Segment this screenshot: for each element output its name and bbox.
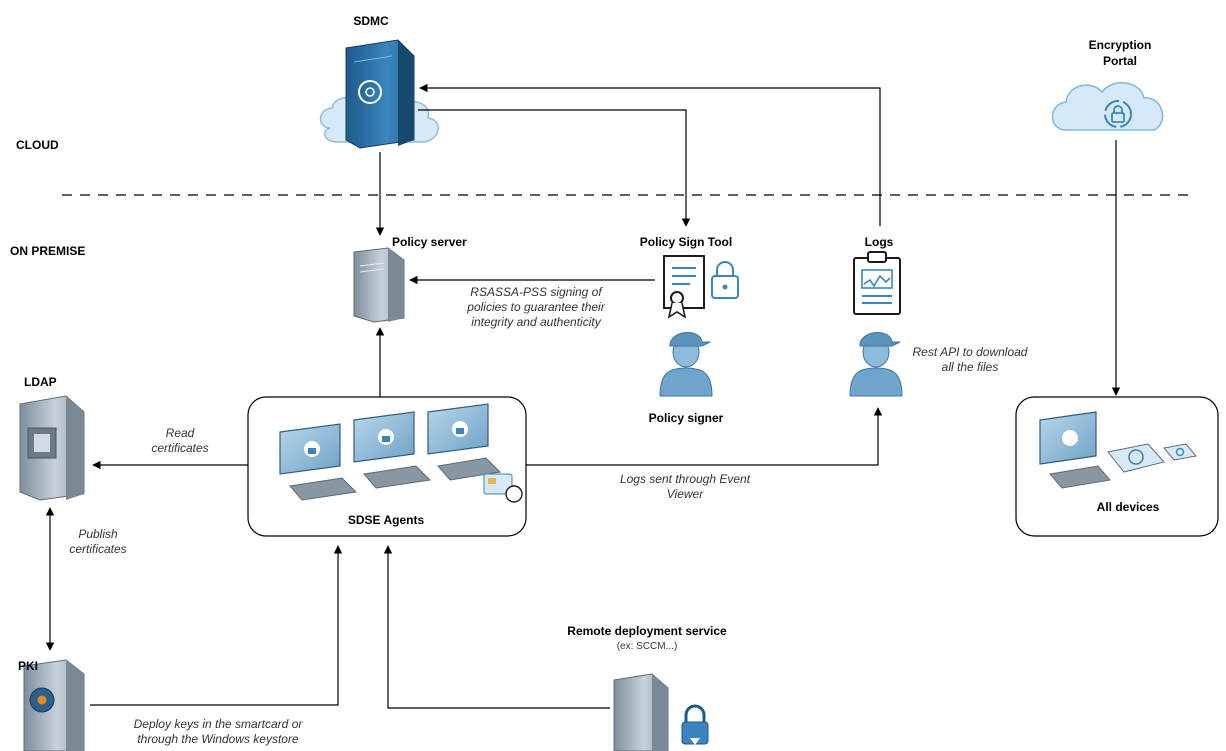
policy-server-icon bbox=[353, 247, 405, 323]
logs-person-icon bbox=[849, 332, 903, 397]
clipboard-icon bbox=[853, 251, 901, 315]
pki-label: PKI bbox=[18, 659, 39, 673]
remote-deployment-server-icon bbox=[613, 673, 709, 751]
publish-certificates-annotation: Publish certificates bbox=[53, 527, 143, 557]
logs-sent-annotation: Logs sent through Event Viewer bbox=[595, 472, 775, 502]
sdse-agents-label: SDSE Agents bbox=[347, 513, 425, 527]
ldap-server-icon bbox=[19, 395, 85, 501]
logs-sent-line1: Logs sent through Event bbox=[619, 472, 751, 486]
rest-api-annotation-line2: all the files bbox=[941, 360, 999, 374]
on-premise-zone-label: ON PREMISE bbox=[10, 244, 86, 258]
pki-to-agents-arrow bbox=[90, 545, 343, 706]
logs-label: Logs bbox=[864, 235, 894, 249]
logs-sent-line2: Viewer bbox=[666, 487, 704, 501]
remote-deployment-example: (ex: SCCM...) bbox=[616, 641, 678, 652]
read-certificates-annotation: Read certificates bbox=[135, 426, 225, 456]
deploy-keys-line2: through the Windows keystore bbox=[137, 732, 299, 746]
lock-icon bbox=[711, 261, 739, 299]
encryption-portal-cloud-icon bbox=[1051, 82, 1164, 131]
sdmc-server-icon bbox=[319, 39, 439, 149]
rest-api-annotation: Rest API to download all the files bbox=[890, 345, 1050, 375]
pki-server-icon bbox=[23, 659, 85, 751]
deploy-keys-line1: Deploy keys in the smartcard or bbox=[133, 717, 303, 731]
deploy-keys-annotation: Deploy keys in the smartcard or through … bbox=[108, 717, 328, 747]
policy-signer-person-icon bbox=[659, 332, 713, 397]
remote-deployment-label: Remote deployment service bbox=[567, 624, 727, 638]
deployment-to-agents-arrow bbox=[383, 545, 610, 709]
signing-annotation: RSASSA-PSS signing of policies to guaran… bbox=[441, 285, 631, 330]
rest-api-annotation-line1: Rest API to download bbox=[912, 345, 1028, 359]
sdmc-label: SDMC bbox=[353, 14, 389, 28]
read-certificates-line2: certificates bbox=[151, 441, 209, 455]
signing-annotation-line3: integrity and authenticity bbox=[471, 315, 601, 329]
signing-annotation-line2: policies to guarantee their bbox=[467, 300, 605, 314]
all-devices-label: All devices bbox=[1096, 500, 1160, 514]
all-devices-container bbox=[1015, 396, 1219, 537]
policy-signer-label: Policy signer bbox=[648, 411, 724, 425]
read-certificates-line1: Read bbox=[165, 426, 195, 440]
cloud-zone-label: CLOUD bbox=[16, 138, 59, 152]
encryption-portal-label-line2: Portal bbox=[1102, 54, 1138, 68]
agents-to-logs-arrow bbox=[526, 407, 883, 466]
logs-to-sdmc-arrow bbox=[419, 83, 881, 226]
publish-certificates-line1: Publish bbox=[78, 527, 118, 541]
policy-server-label: Policy server bbox=[392, 235, 467, 249]
ldap-label: LDAP bbox=[24, 375, 57, 389]
certificate-icon bbox=[663, 255, 705, 319]
encryption-portal-label-line1: Encryption bbox=[1088, 38, 1152, 52]
agent-workstations-icon bbox=[279, 403, 523, 503]
policy-sign-tool-label: Policy Sign Tool bbox=[639, 235, 733, 249]
signing-annotation-line1: RSASSA-PSS signing of bbox=[470, 285, 602, 299]
devices-icon bbox=[1039, 411, 1197, 489]
sdmc-to-sign-tool-arrow bbox=[418, 109, 691, 227]
publish-certificates-line2: certificates bbox=[69, 542, 127, 556]
